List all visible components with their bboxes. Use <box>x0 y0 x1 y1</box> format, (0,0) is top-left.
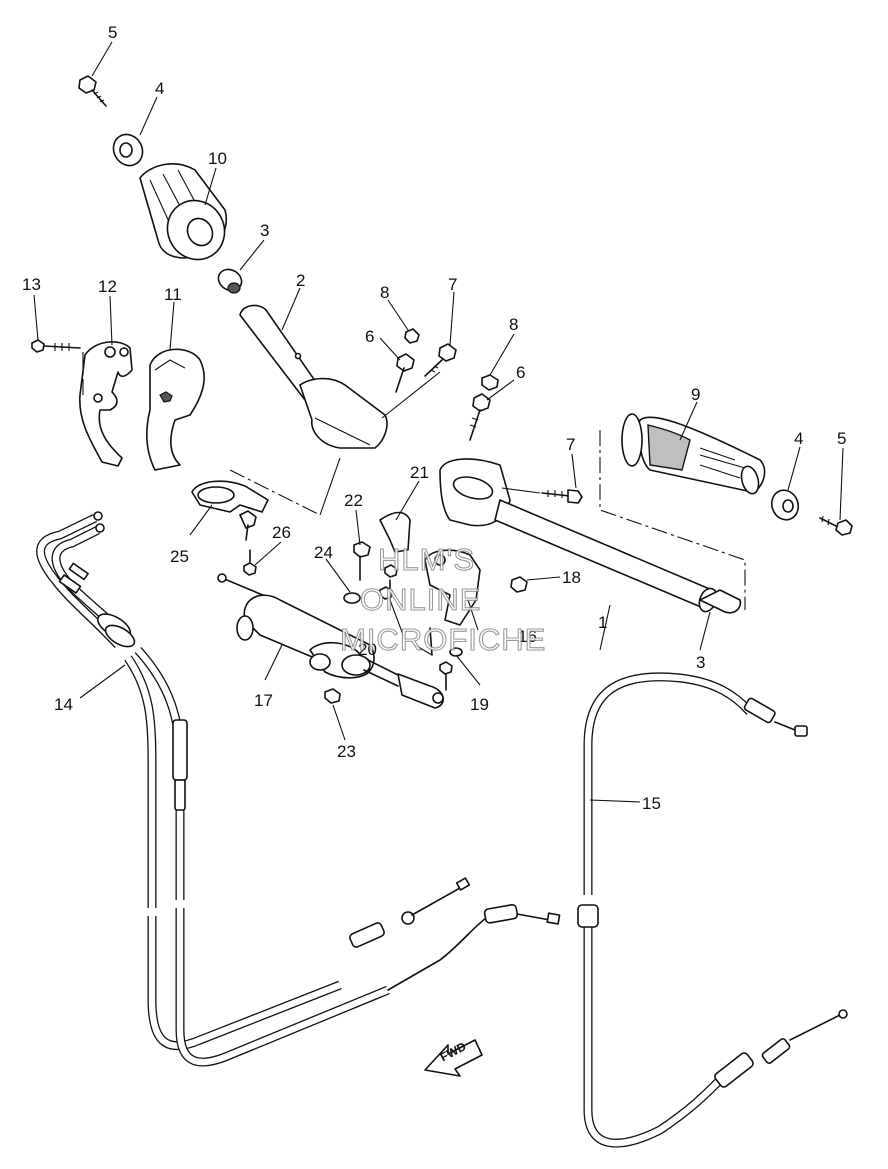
callout-19: 19 <box>470 695 489 714</box>
callout-26: 26 <box>272 523 291 542</box>
callout-6-left: 6 <box>365 327 374 346</box>
callout-21: 21 <box>410 463 429 482</box>
callout-labels: 5 4 10 3 2 8 7 6 8 6 13 12 11 9 4 5 7 21… <box>22 23 846 813</box>
callout-18: 18 <box>562 568 581 587</box>
callout-23: 23 <box>337 742 356 761</box>
callout-11: 11 <box>164 285 182 304</box>
forward-direction-arrow: FWD <box>424 1039 483 1077</box>
callout-5-right: 5 <box>837 429 846 448</box>
watermark-line-1: HLM'S <box>378 542 475 577</box>
callout-20: 20 <box>358 640 377 659</box>
callout-5-top: 5 <box>108 23 117 42</box>
callout-3-top: 3 <box>260 221 269 240</box>
callout-7-right: 7 <box>566 435 575 454</box>
watermark-line-3: MICROFICHE <box>340 622 546 657</box>
watermark-line-2: ONLINE <box>360 582 481 617</box>
callout-10: 10 <box>208 149 227 168</box>
watermark: HLM'S ONLINE MICROFICHE <box>339 541 546 657</box>
right-grip-group <box>599 413 853 610</box>
callout-17: 17 <box>254 691 273 710</box>
callout-8-right: 8 <box>509 315 518 334</box>
callout-12: 12 <box>98 277 117 296</box>
leader-lines <box>33 41 844 803</box>
right-handlebar-group <box>439 374 742 614</box>
callout-4-top: 4 <box>155 79 164 98</box>
callout-14: 14 <box>54 695 73 714</box>
callout-2: 2 <box>296 271 305 290</box>
callout-15: 15 <box>642 794 661 813</box>
callout-8-left: 8 <box>380 283 389 302</box>
callout-9: 9 <box>691 385 700 404</box>
callout-13: 13 <box>22 275 41 294</box>
throttle-grip-group <box>78 75 457 449</box>
callout-7-top: 7 <box>448 275 457 294</box>
callout-24: 24 <box>314 543 333 562</box>
callout-3-right: 3 <box>696 653 705 672</box>
callout-6-right: 6 <box>516 363 525 382</box>
callout-22: 22 <box>344 491 363 510</box>
clutch-cable <box>577 672 848 1148</box>
callout-4-right: 4 <box>794 429 803 448</box>
switch-housing-group <box>31 339 205 471</box>
callout-16: 16 <box>518 627 537 646</box>
callout-25: 25 <box>170 547 189 566</box>
throttle-cable-assembly <box>36 511 561 1067</box>
callout-1: 1 <box>598 613 607 632</box>
steering-damper-group <box>191 457 561 709</box>
